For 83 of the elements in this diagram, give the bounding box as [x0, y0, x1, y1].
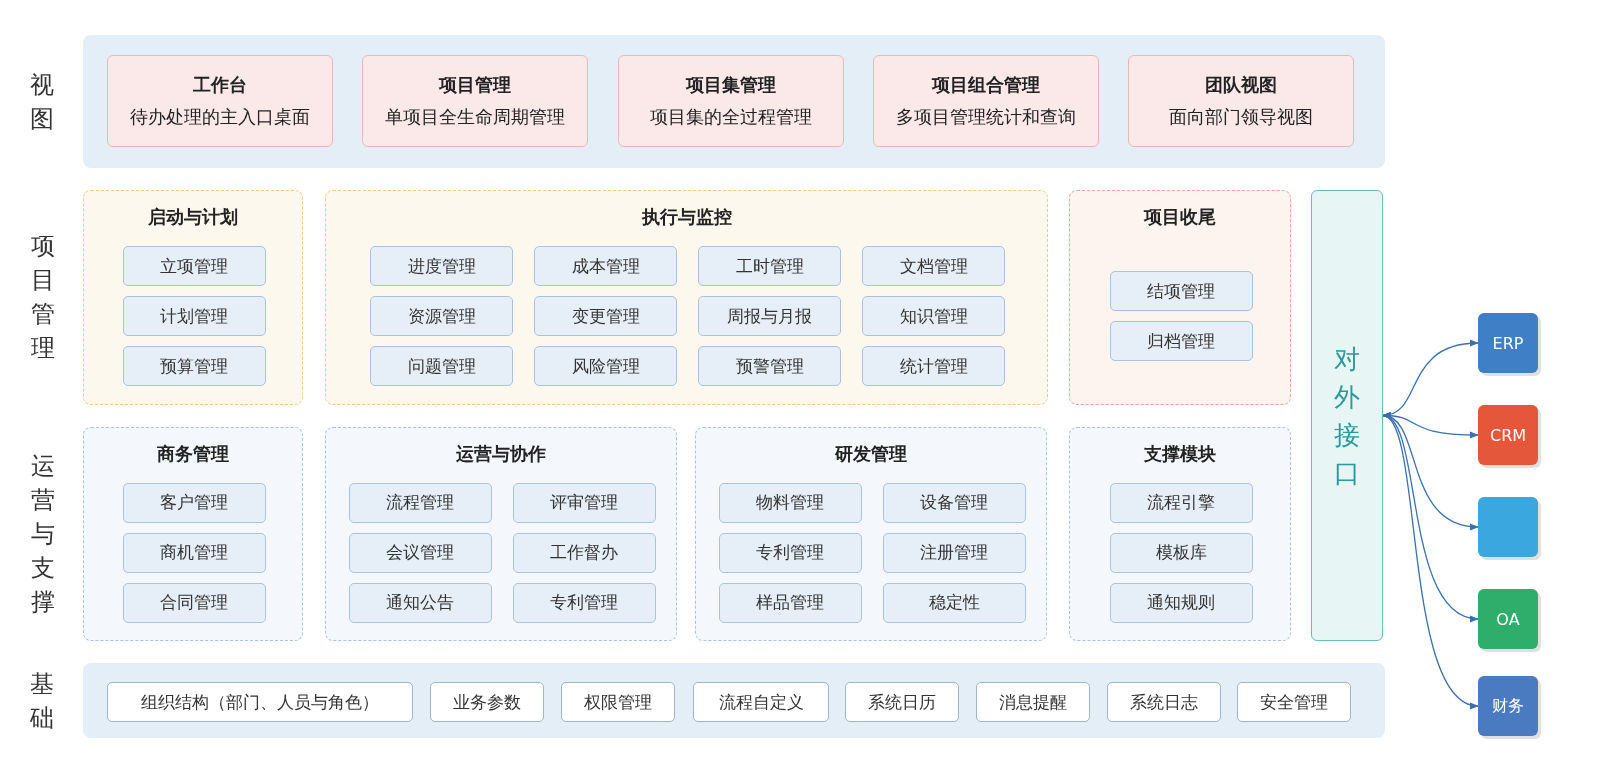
module-tile: 注册管理 — [882, 532, 1026, 573]
group-title: 研发管理 — [834, 442, 908, 466]
module-tile: 消息提醒 — [976, 682, 1090, 722]
module-tile: 系统日志 — [1107, 682, 1221, 722]
module-tile: 会议管理 — [348, 532, 492, 573]
module-tile: 预警管理 — [698, 346, 841, 386]
system-tile: 财务 — [1478, 676, 1538, 736]
group-panel — [83, 190, 303, 405]
module-tile: 稳定性 — [882, 582, 1026, 623]
group-panel — [1069, 190, 1291, 405]
group-panel — [695, 427, 1047, 641]
module-tile: 知识管理 — [862, 296, 1005, 336]
view-card — [362, 55, 588, 147]
card-subtitle: 待办处理的主入口桌面 — [130, 105, 310, 129]
group-panel — [325, 427, 677, 641]
interface-panel — [1311, 190, 1383, 641]
module-tile: 模板库 — [1109, 532, 1253, 573]
card-subtitle: 单项目全生命周期管理 — [385, 105, 565, 129]
module-tile: 计划管理 — [122, 296, 266, 336]
group-panel — [325, 190, 1048, 405]
module-tile: 物料管理 — [718, 482, 862, 523]
group-title: 启动与计划 — [147, 205, 239, 229]
module-tile: 资源管理 — [370, 296, 513, 336]
card-subtitle: 面向部门领导视图 — [1169, 105, 1313, 129]
module-tile: 系统日历 — [845, 682, 959, 722]
module-tile: 流程自定义 — [693, 682, 829, 722]
module-tile: 安全管理 — [1237, 682, 1351, 722]
card-title: 项目集管理 — [686, 73, 776, 97]
module-tile: 立项管理 — [122, 246, 266, 286]
module-tile: 组织结构（部门、人员与角色） — [107, 682, 413, 722]
view-card — [1128, 55, 1354, 147]
module-tile: 客户管理 — [122, 482, 266, 523]
module-tile: 周报与月报 — [698, 296, 841, 336]
module-tile: 设备管理 — [882, 482, 1026, 523]
card-subtitle: 项目集的全过程管理 — [650, 105, 812, 129]
view-card — [873, 55, 1099, 147]
view-card — [107, 55, 333, 147]
module-tile: 通知公告 — [348, 582, 492, 623]
layer-label: 视图 — [29, 69, 55, 135]
module-tile: 权限管理 — [561, 682, 675, 722]
system-tile: CRM — [1478, 405, 1538, 465]
module-tile: 结项管理 — [1109, 271, 1253, 311]
group-panel — [1069, 427, 1291, 641]
system-tile — [1478, 497, 1538, 557]
group-title: 运营与协作 — [455, 442, 547, 466]
layer-label: 项目管理 — [30, 231, 56, 364]
layer-label: 基础 — [29, 668, 55, 734]
module-tile: 专利管理 — [718, 532, 862, 573]
module-tile: 评审管理 — [512, 482, 656, 523]
group-panel — [83, 427, 303, 641]
module-tile: 变更管理 — [534, 296, 677, 336]
system-tile: OA — [1478, 589, 1538, 649]
module-tile: 文档管理 — [862, 246, 1005, 286]
module-tile: 流程引擎 — [1109, 482, 1253, 523]
module-tile: 工作督办 — [512, 532, 656, 573]
group-title: 项目收尾 — [1142, 205, 1217, 229]
card-title: 工作台 — [193, 73, 247, 97]
layer-label: 运营与支撑 — [30, 451, 56, 618]
module-tile: 合同管理 — [122, 582, 266, 623]
card-subtitle: 多项目管理统计和查询 — [896, 105, 1076, 129]
module-tile: 样品管理 — [718, 582, 862, 623]
system-tile: ERP — [1478, 313, 1538, 373]
group-title: 执行与监控 — [640, 205, 733, 229]
module-tile: 统计管理 — [862, 346, 1005, 386]
module-tile: 通知规则 — [1109, 582, 1253, 623]
group-title: 支撑模块 — [1143, 442, 1217, 466]
module-tile: 问题管理 — [370, 346, 513, 386]
module-tile: 成本管理 — [534, 246, 677, 286]
card-title: 项目管理 — [439, 73, 511, 97]
module-tile: 业务参数 — [430, 682, 544, 722]
group-title: 商务管理 — [156, 442, 230, 466]
card-title: 团队视图 — [1205, 73, 1277, 97]
module-tile: 专利管理 — [512, 582, 656, 623]
interface-title: 对外接口 — [1333, 342, 1361, 490]
module-tile: 工时管理 — [698, 246, 841, 286]
card-title: 项目组合管理 — [932, 73, 1040, 97]
module-tile: 预算管理 — [122, 346, 266, 386]
view-card — [618, 55, 844, 147]
module-tile: 商机管理 — [122, 532, 266, 573]
module-tile: 流程管理 — [348, 482, 492, 523]
module-tile: 风险管理 — [534, 346, 677, 386]
module-tile: 进度管理 — [370, 246, 513, 286]
module-tile: 归档管理 — [1109, 321, 1253, 361]
